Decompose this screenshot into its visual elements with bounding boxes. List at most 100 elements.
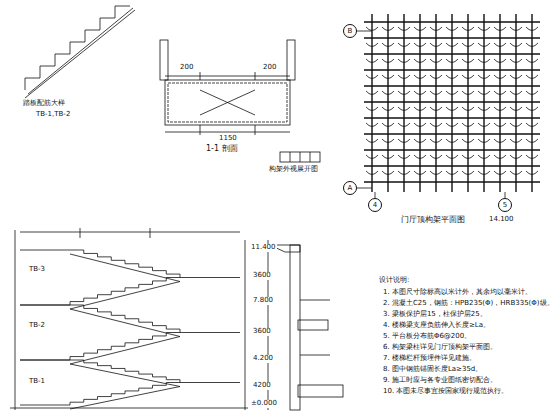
drawing-label: ±0.000 <box>250 400 278 408</box>
stroke <box>430 139 442 143</box>
stroke <box>478 171 490 175</box>
stroke <box>414 123 426 127</box>
drawing-label: 7.800 <box>252 297 274 305</box>
stroke <box>510 155 522 159</box>
stroke <box>382 59 394 63</box>
stroke <box>398 27 410 31</box>
stroke <box>364 181 540 182</box>
stroke <box>382 139 394 143</box>
stroke <box>430 43 442 47</box>
stroke <box>414 171 426 175</box>
stroke <box>382 171 394 175</box>
stroke <box>462 123 474 127</box>
stroke <box>462 43 474 47</box>
stroke <box>494 123 506 127</box>
stroke <box>28 8 133 94</box>
stroke <box>446 139 458 143</box>
stroke <box>478 107 490 111</box>
tread-detail <box>25 6 135 98</box>
stroke <box>494 155 506 159</box>
stroke <box>20 305 180 333</box>
stroke <box>462 107 474 111</box>
drawing-label: 门厅顶构架平面图 <box>400 216 466 225</box>
stroke <box>398 91 410 95</box>
drawing-label: 4.200 <box>252 355 274 363</box>
stroke <box>20 250 180 278</box>
stroke <box>478 75 490 79</box>
drawing-label: 200 <box>179 64 194 72</box>
stroke <box>526 155 538 159</box>
stroke <box>398 107 410 111</box>
design-note: 6. 构架梁柱详见门厅顶构架平面图。 <box>382 344 498 352</box>
stroke <box>70 387 180 410</box>
stroke <box>494 27 506 31</box>
section-1-1 <box>160 40 295 135</box>
stroke <box>510 107 522 111</box>
stroke <box>510 27 522 31</box>
stroke <box>446 43 458 47</box>
stroke <box>364 149 540 150</box>
stroke <box>25 10 135 98</box>
stroke <box>462 59 474 63</box>
stroke <box>398 155 410 159</box>
design-note: 4. 楼梯梁支座负筋伸入长度≥La。 <box>382 322 491 330</box>
stroke <box>510 59 522 63</box>
stroke <box>414 139 426 143</box>
stroke <box>364 133 540 134</box>
stroke <box>20 383 240 406</box>
drawing-label: 构架外视展开图 <box>268 166 319 174</box>
stroke <box>462 171 474 175</box>
stroke <box>494 171 506 175</box>
stroke <box>430 27 442 31</box>
stroke <box>414 75 426 79</box>
stroke <box>366 139 378 143</box>
stroke <box>364 117 540 118</box>
stroke <box>510 91 522 95</box>
stroke <box>462 139 474 143</box>
stroke <box>494 91 506 95</box>
stroke <box>430 171 442 175</box>
axis-label: B <box>348 28 353 35</box>
stroke <box>366 27 378 31</box>
stroke <box>446 107 458 111</box>
stroke <box>382 75 394 79</box>
axis-bubble: A <box>343 181 357 195</box>
wall-section <box>268 240 343 410</box>
stroke <box>526 75 538 79</box>
stroke <box>70 254 180 282</box>
stroke <box>478 139 490 143</box>
axis-bubble: B <box>343 24 357 38</box>
stroke <box>526 107 538 111</box>
stroke <box>446 75 458 79</box>
stroke <box>526 43 538 47</box>
drawing-label: TB-1 <box>28 378 46 386</box>
stroke <box>510 123 522 127</box>
drawing-label: 1-1 剖面 <box>205 145 239 154</box>
stroke <box>25 6 130 90</box>
frame-elevation-detail <box>280 152 320 162</box>
stroke <box>494 75 506 79</box>
stroke <box>364 165 540 166</box>
stroke <box>446 59 458 63</box>
stroke <box>414 107 426 111</box>
design-note: 7. 楼梯栏杆预埋件详见建施。 <box>382 355 477 363</box>
stroke <box>526 123 538 127</box>
stroke <box>478 27 490 31</box>
stroke <box>70 337 180 365</box>
stroke <box>494 59 506 63</box>
axis-label: A <box>348 185 353 192</box>
stroke <box>462 91 474 95</box>
stroke <box>446 123 458 127</box>
stroke <box>414 59 426 63</box>
stroke <box>366 91 378 95</box>
drawing-label: TB-2 <box>28 322 46 330</box>
stroke <box>382 91 394 95</box>
axis-bubble: 5 <box>498 198 512 212</box>
stroke <box>430 107 442 111</box>
stroke <box>414 27 426 31</box>
stroke <box>398 59 410 63</box>
stroke <box>446 155 458 159</box>
stroke <box>494 107 506 111</box>
drawing-label: TB-1,TB-2 <box>35 111 71 119</box>
